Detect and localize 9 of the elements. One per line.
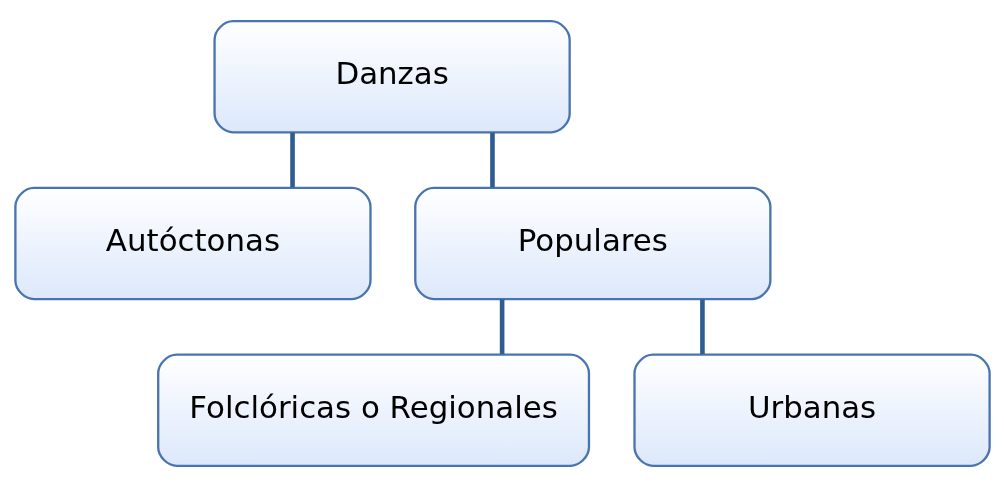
- node-box: Urbanas: [632, 353, 991, 467]
- connector: [289, 132, 295, 187]
- node-box: Autóctonas: [13, 186, 372, 300]
- node-box: Danzas: [212, 19, 571, 133]
- node-box: Folclóricas o Regionales: [156, 353, 590, 467]
- connector: [699, 299, 705, 354]
- node-box: Populares: [413, 186, 772, 300]
- connector: [489, 132, 495, 187]
- connector: [499, 299, 504, 354]
